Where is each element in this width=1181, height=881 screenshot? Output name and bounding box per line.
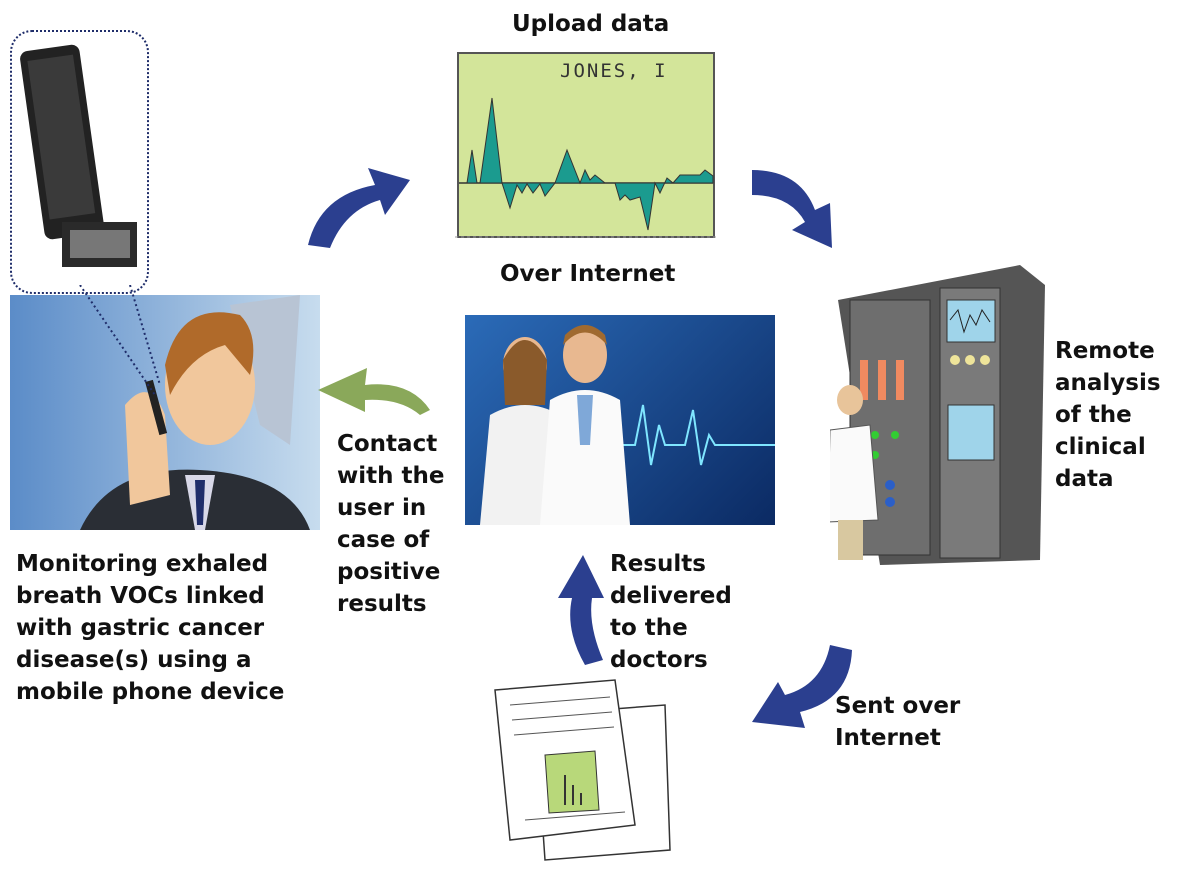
results-delivered-label: Results delivered to the doctors xyxy=(610,551,732,673)
remote-analysis-label: Remote analysis of the clinical data xyxy=(1055,338,1161,492)
arrow-contact-icon xyxy=(318,368,430,415)
arrow-to-server-icon xyxy=(752,170,832,248)
user-with-phone-image xyxy=(10,295,320,530)
contact-user-label: Contact with the user in case of positiv… xyxy=(337,431,445,617)
phone-device-callout xyxy=(10,30,149,294)
arrow-sent-icon xyxy=(752,645,852,728)
monitoring-label: Monitoring exhaled breath VOCs linked wi… xyxy=(16,551,285,705)
patient-name: JONES, I xyxy=(560,60,668,82)
server-analysis-image xyxy=(827,260,1050,570)
callout-pointer xyxy=(79,285,161,396)
doctors-image xyxy=(465,315,775,525)
sent-over-internet-label: Sent over Internet xyxy=(835,693,961,751)
arrow-results-up-icon xyxy=(558,555,604,665)
results-document-image xyxy=(485,675,675,865)
arrow-upload-icon xyxy=(308,168,410,248)
over-internet-label: Over Internet xyxy=(500,261,676,287)
upload-data-label: Upload data xyxy=(512,11,670,37)
uploaded-chart-card: JONES, I xyxy=(455,50,717,242)
